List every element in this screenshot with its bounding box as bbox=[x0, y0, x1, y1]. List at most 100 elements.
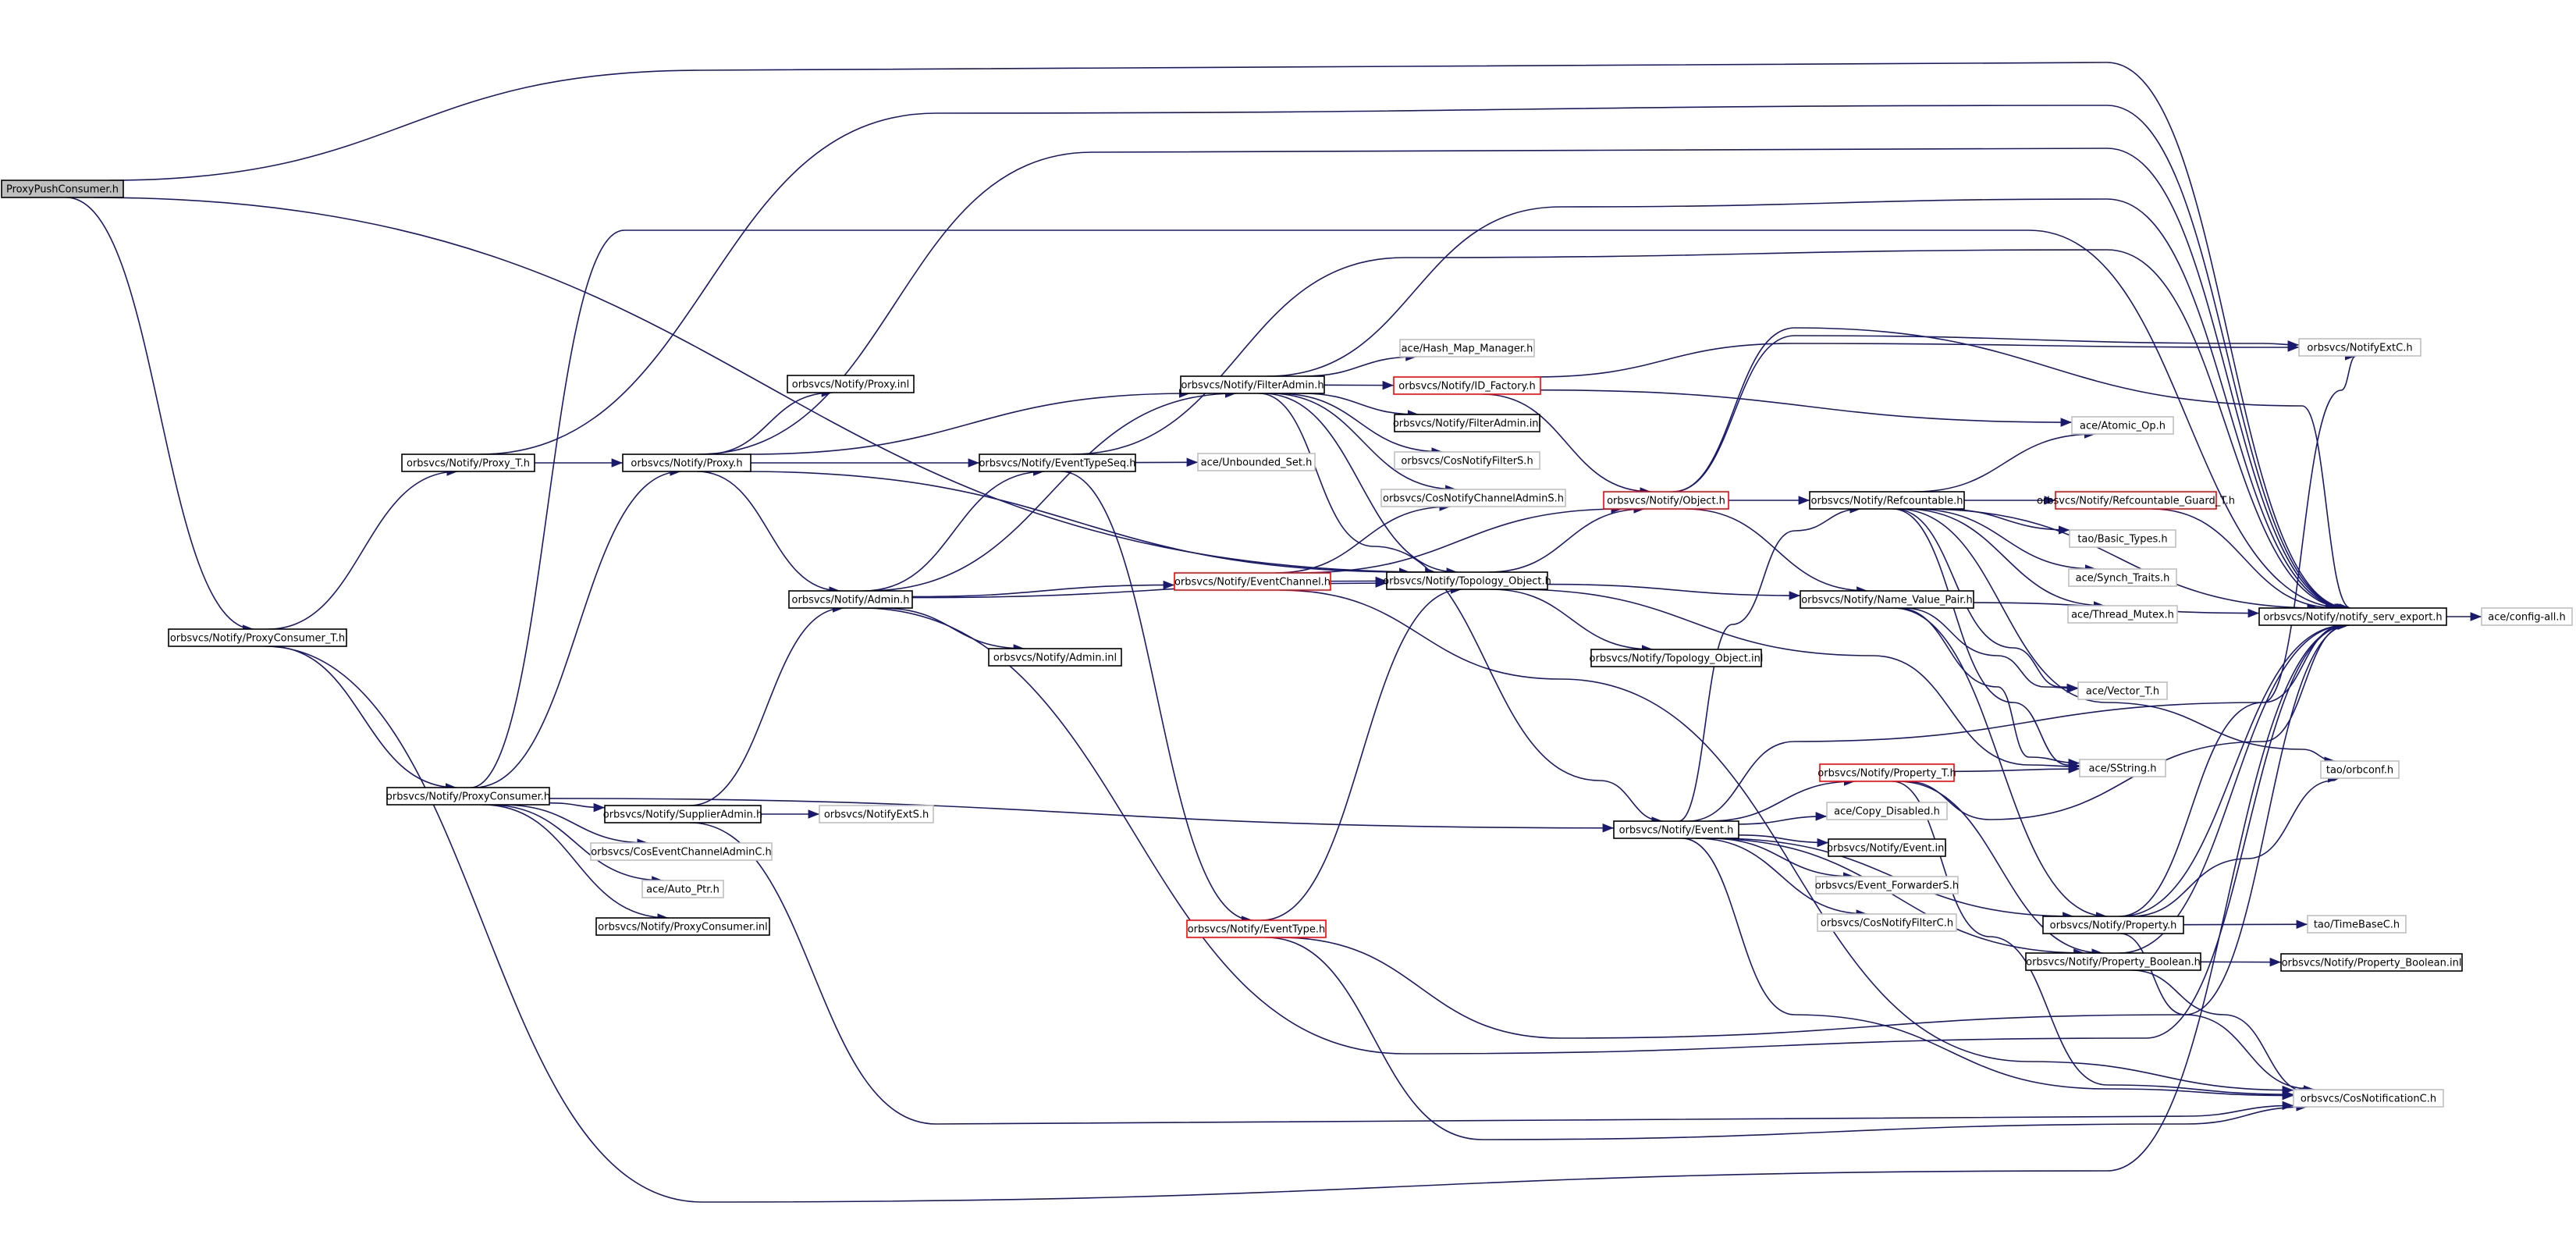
graph-node[interactable]: orbsvcs/Notify/Refcountable_Guard_T.h bbox=[2037, 491, 2235, 510]
graph-node[interactable]: orbsvcs/Notify/Refcountable.h bbox=[1809, 491, 1965, 510]
graph-node[interactable]: tao/TimeBaseC.h bbox=[2307, 915, 2407, 934]
graph-node[interactable]: orbsvcs/Notify/FilterAdmin.h bbox=[1180, 375, 1325, 394]
graph-node[interactable]: orbsvcs/Event_ForwarderS.h bbox=[1815, 876, 1959, 895]
graph-node[interactable]: ace/Auto_Ptr.h bbox=[641, 880, 724, 898]
dependency-edge bbox=[1269, 393, 1457, 494]
graph-node[interactable]: ace/Hash_Map_Manager.h bbox=[1399, 339, 1535, 357]
node-box bbox=[1826, 802, 1948, 820]
dependency-edge bbox=[1939, 508, 2070, 535]
dependency-edge bbox=[2183, 919, 2308, 929]
dependency-edge bbox=[690, 822, 2294, 1125]
graph-node[interactable]: orbsvcs/Notify/Admin.inl bbox=[988, 648, 1122, 667]
graph-node[interactable]: orbsvcs/NotifyExtC.h bbox=[2298, 338, 2421, 357]
node-label: orbsvcs/Notify/Event.inl bbox=[1827, 843, 1947, 855]
node-label: tao/Basic_Types.h bbox=[2077, 534, 2167, 546]
graph-node[interactable]: orbsvcs/Notify/Proxy.h bbox=[622, 453, 751, 472]
graph-node[interactable]: ace/Atomic_Op.h bbox=[2071, 416, 2174, 435]
graph-node[interactable]: ace/Thread_Mutex.h bbox=[2067, 605, 2178, 624]
graph-node[interactable]: ace/Copy_Disabled.h bbox=[1826, 802, 1948, 820]
dependency-edge bbox=[1280, 621, 2350, 1039]
graph-node[interactable]: orbsvcs/Notify/ID_Factory.h bbox=[1393, 376, 1541, 395]
node-label: orbsvcs/NotifyExtC.h bbox=[2307, 343, 2412, 354]
graph-node[interactable]: ace/SString.h bbox=[2079, 759, 2166, 777]
dependency-edge bbox=[1547, 583, 1801, 600]
graph-node[interactable]: orbsvcs/Notify/notify_serv_export.h bbox=[2258, 607, 2447, 626]
graph-node[interactable]: orbsvcs/Notify/Event.inl bbox=[1827, 838, 1947, 857]
dependency-edge bbox=[1672, 335, 2300, 493]
graph-node[interactable]: orbsvcs/Notify/EventChannel.h bbox=[1174, 572, 1331, 591]
dependency-edge bbox=[1913, 429, 2096, 493]
graph-node[interactable]: orbsvcs/CosNotifyFilterS.h bbox=[1394, 451, 1540, 470]
node-box bbox=[2320, 760, 2400, 779]
graph-node[interactable]: orbsvcs/Notify/Event.h bbox=[1613, 820, 1739, 839]
graph-node[interactable]: ace/Vector_T.h bbox=[2077, 681, 2168, 700]
dependency-edge bbox=[1540, 389, 2073, 427]
dependency-edge bbox=[1903, 607, 2079, 693]
graph-node[interactable]: tao/Basic_Types.h bbox=[2069, 529, 2176, 548]
dependency-edge bbox=[1277, 393, 1443, 457]
dependency-edge bbox=[1682, 838, 2294, 1101]
node-box bbox=[1394, 451, 1540, 470]
dependency-edge bbox=[66, 197, 254, 634]
graph-node[interactable]: orbsvcs/Notify/EventType.h bbox=[1186, 919, 1327, 938]
dependency-edge bbox=[1071, 249, 2347, 613]
graph-node[interactable]: orbsvcs/Notify/Object.h bbox=[1603, 491, 1729, 510]
node-box bbox=[2025, 952, 2201, 971]
graph-node[interactable]: orbsvcs/Notify/Name_Value_Pair.h bbox=[1800, 590, 1974, 609]
node-box bbox=[1809, 491, 1965, 510]
node-box bbox=[2298, 338, 2421, 357]
node-label: ace/Thread_Mutex.h bbox=[2071, 610, 2174, 621]
node-box bbox=[401, 453, 535, 472]
dependency-edge bbox=[1533, 343, 2299, 378]
node-label: ace/Atomic_Op.h bbox=[2080, 421, 2166, 432]
graph-node[interactable]: orbsvcs/CosNotificationC.h bbox=[2293, 1089, 2444, 1108]
graph-node[interactable]: orbsvcs/Notify/Admin.h bbox=[788, 590, 913, 609]
node-label: orbsvcs/Notify/Object.h bbox=[1607, 496, 1725, 507]
dependency-edge bbox=[1894, 508, 2079, 693]
graph-node[interactable]: orbsvcs/CosNotifyFilterC.h bbox=[1817, 913, 1957, 932]
node-box bbox=[2481, 607, 2573, 626]
graph-node[interactable]: ace/Unbounded_Set.h bbox=[1197, 453, 1316, 471]
dependency-edge bbox=[866, 389, 1237, 592]
node-box bbox=[2067, 605, 2178, 624]
node-label: ace/SString.h bbox=[2089, 763, 2157, 775]
dependency-edge bbox=[1296, 504, 1622, 574]
graph-node[interactable]: orbsvcs/Notify/Property_T.h bbox=[1817, 763, 1956, 782]
node-label: orbsvcs/Event_ForwarderS.h bbox=[1815, 880, 1959, 892]
graph-node[interactable]: orbsvcs/Notify/Topology_Object.h bbox=[1383, 571, 1551, 590]
graph-node[interactable]: orbsvcs/Notify/ProxyConsumer.h bbox=[386, 787, 550, 806]
graph-node[interactable]: ProxyPushConsumer.h bbox=[1, 180, 124, 198]
graph-node[interactable]: ace/config-all.h bbox=[2481, 607, 2573, 626]
node-label: orbsvcs/Notify/Admin.h bbox=[792, 595, 910, 606]
node-box bbox=[595, 917, 770, 936]
graph-node[interactable]: orbsvcs/Notify/Property_Boolean.h bbox=[2025, 952, 2201, 971]
node-box bbox=[1590, 649, 1762, 667]
graph-node[interactable]: orbsvcs/CosEventChannelAdminC.h bbox=[590, 842, 773, 861]
graph-node[interactable]: orbsvcs/Notify/Property_Boolean.inl bbox=[2280, 953, 2463, 972]
graph-node[interactable]: orbsvcs/Notify/SupplierAdmin.h bbox=[603, 805, 763, 823]
graph-node[interactable]: orbsvcs/Notify/ProxyConsumer_T.h bbox=[168, 628, 347, 647]
dependency-edge bbox=[697, 471, 840, 596]
node-label: orbsvcs/Notify/Topology_Object.h bbox=[1383, 576, 1551, 588]
graph-node[interactable]: orbsvcs/Notify/Property.h bbox=[2042, 916, 2184, 934]
graph-node[interactable]: orbsvcs/Notify/Proxy.inl bbox=[787, 375, 915, 393]
graph-node[interactable]: orbsvcs/Notify/FilterAdmin.inl bbox=[1393, 414, 1541, 432]
dependency-edge bbox=[1678, 504, 1861, 822]
dependency-edge bbox=[1913, 508, 2097, 574]
graph-node[interactable]: orbsvcs/CosNotifyChannelAdminS.h bbox=[1380, 489, 1566, 507]
node-box bbox=[787, 375, 915, 393]
graph-node[interactable]: orbsvcs/Notify/EventTypeSeq.h bbox=[979, 453, 1136, 472]
dependency-edge bbox=[2151, 508, 2337, 613]
graph-node[interactable]: orbsvcs/NotifyExtS.h bbox=[819, 805, 934, 823]
node-label: ace/Unbounded_Set.h bbox=[1201, 457, 1313, 469]
node-label: orbsvcs/Notify/Name_Value_Pair.h bbox=[1801, 595, 1973, 606]
dependency-edge bbox=[1892, 781, 2294, 1099]
graph-node[interactable]: orbsvcs/Notify/Topology_Object.inl bbox=[1590, 649, 1764, 667]
graph-node[interactable]: ace/Synch_Traits.h bbox=[2068, 568, 2177, 587]
dependency-edge bbox=[2119, 621, 2347, 954]
node-box bbox=[641, 880, 724, 898]
graph-node[interactable]: orbsvcs/Notify/Proxy_T.h bbox=[401, 453, 535, 472]
graph-node[interactable]: orbsvcs/Notify/ProxyConsumer.inl bbox=[595, 917, 770, 936]
graph-node[interactable]: tao/orbconf.h bbox=[2320, 760, 2400, 779]
